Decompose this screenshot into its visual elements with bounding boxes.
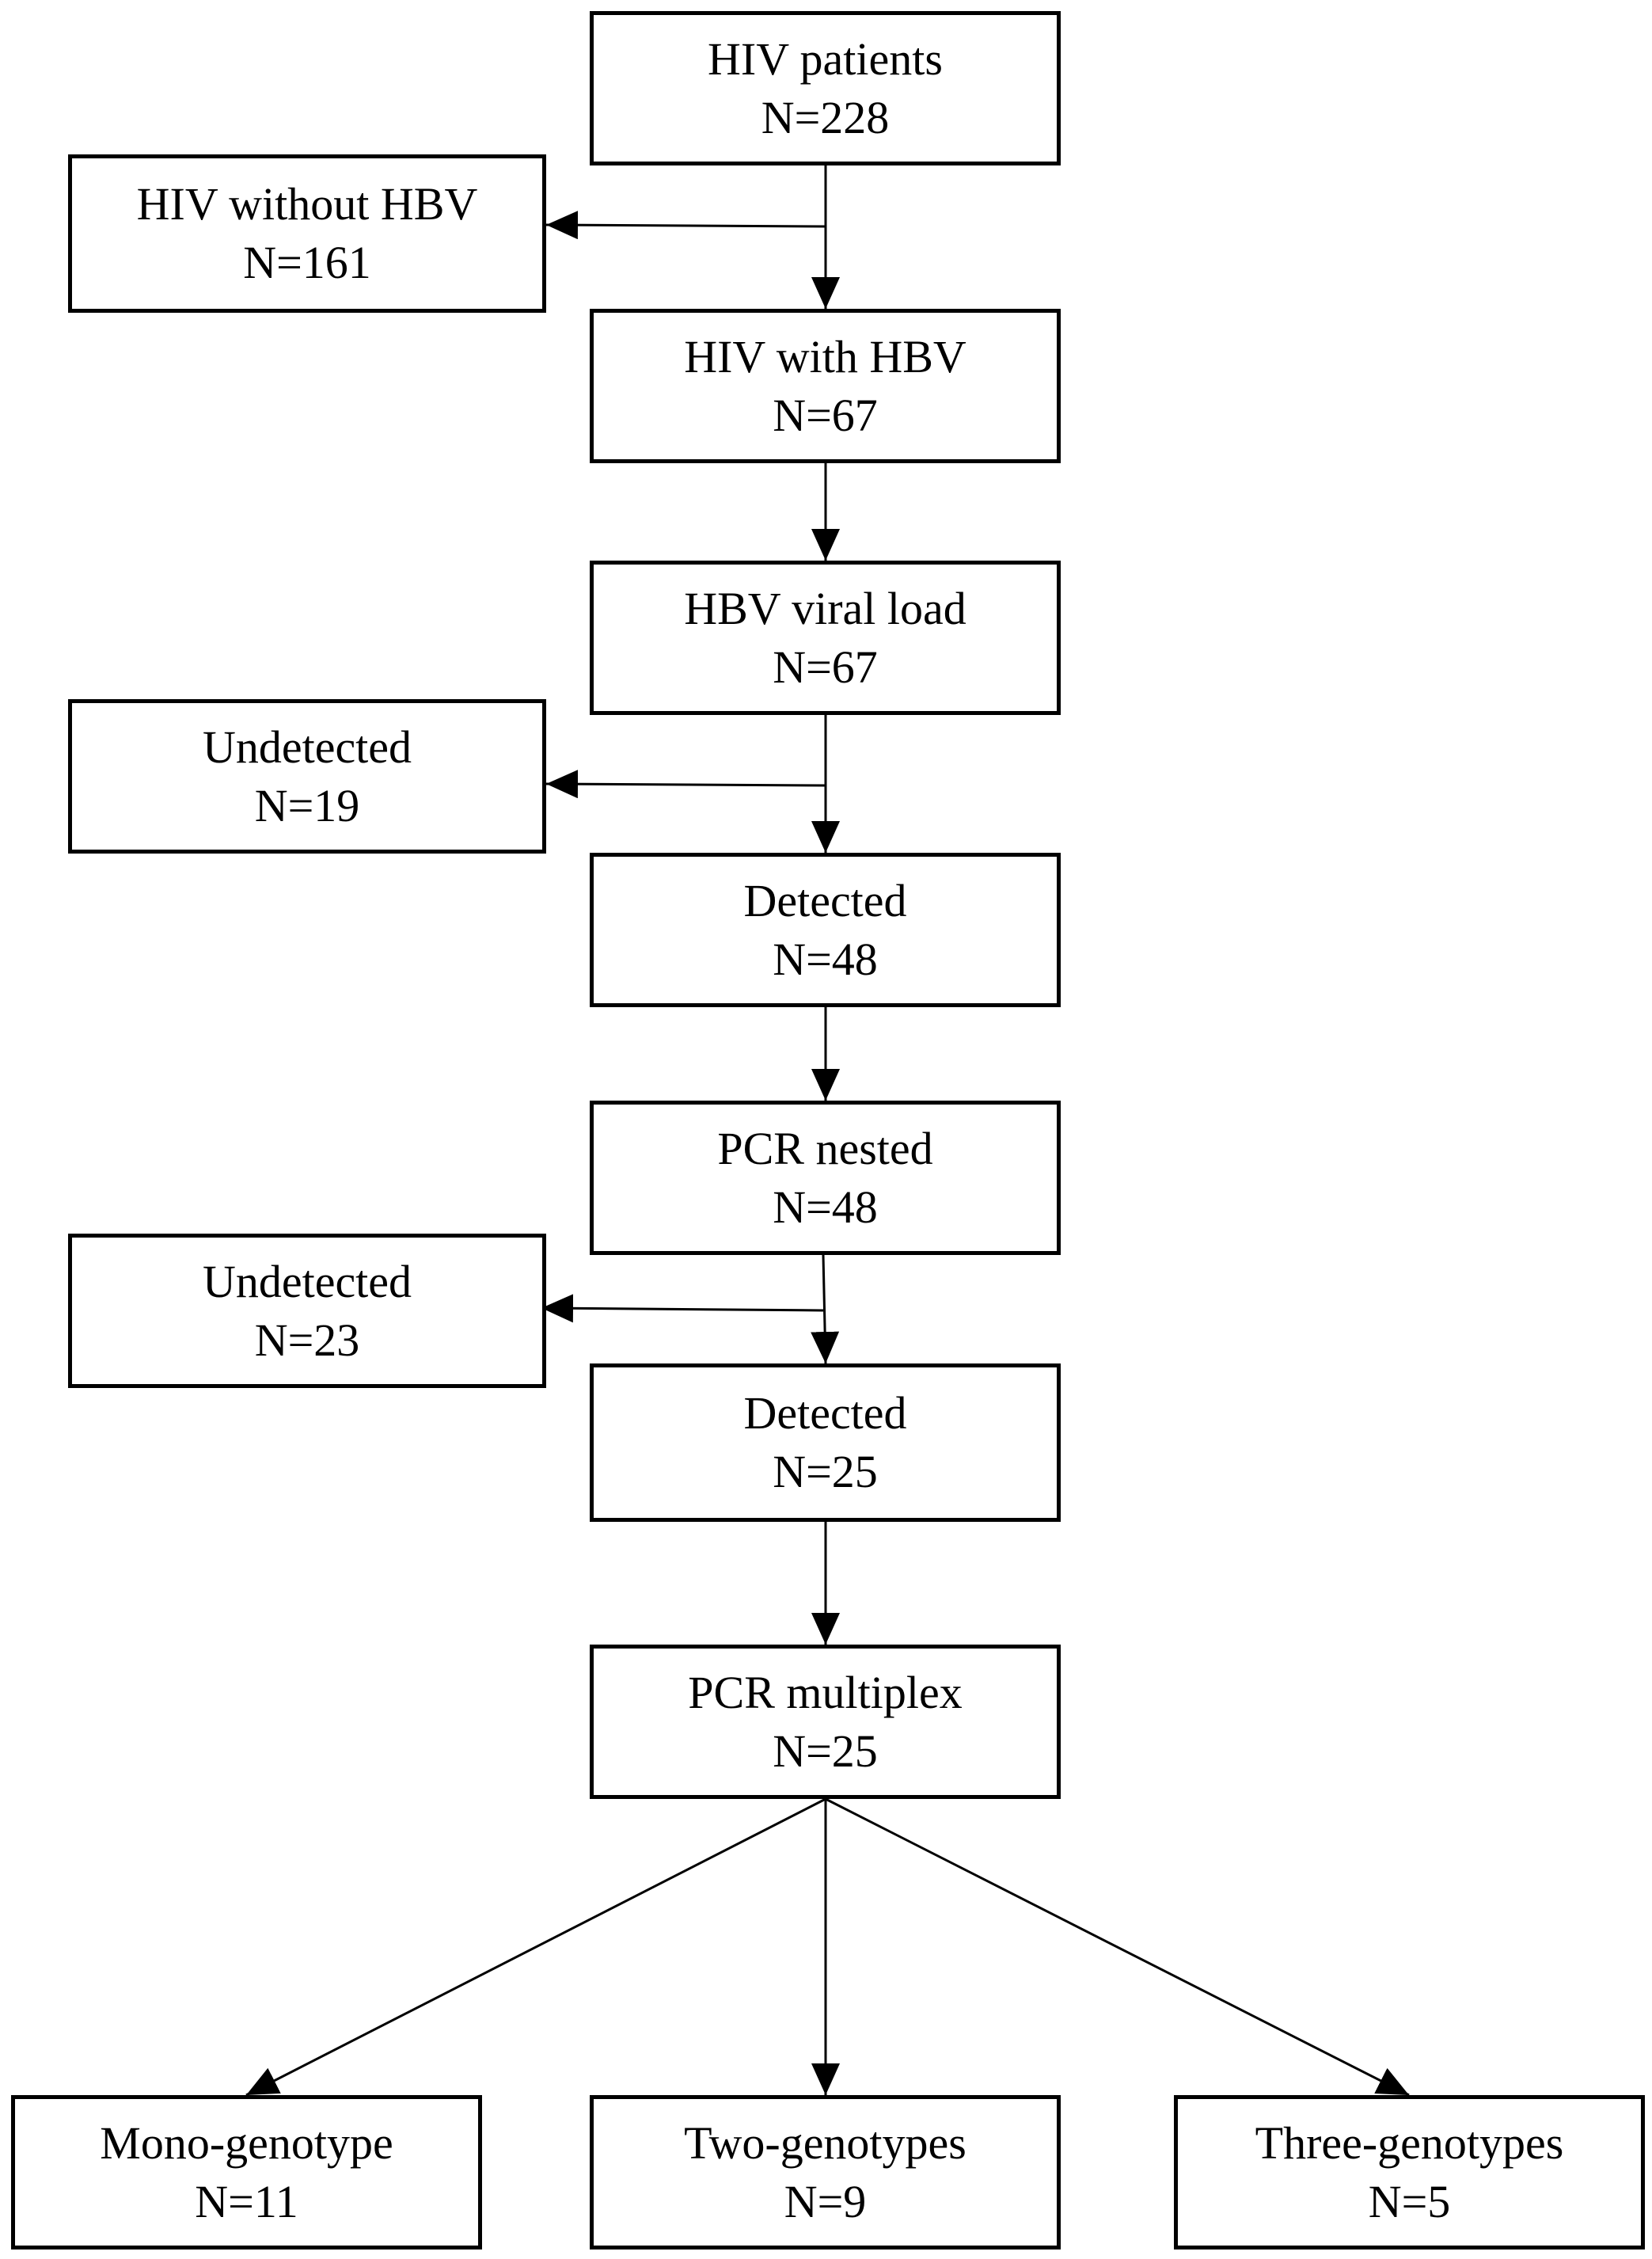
node-label: HIV without HBV [136, 178, 478, 230]
node-detected-pcr-nested: Detected N=25 [590, 1363, 1061, 1522]
node-count: N=19 [254, 779, 360, 831]
node-pcr-nested: PCR nested N=48 [590, 1101, 1061, 1255]
node-label: PCR multiplex [688, 1666, 963, 1718]
node-count: N=67 [773, 641, 878, 693]
node-count: N=23 [254, 1314, 360, 1366]
node-count: N=48 [773, 1181, 878, 1233]
node-count: N=228 [761, 91, 890, 143]
node-label: HIV patients [708, 32, 943, 85]
node-detected-viral-load: Detected N=48 [590, 853, 1061, 1007]
node-label: Undetected [202, 721, 412, 773]
node-label: HBV viral load [684, 582, 967, 634]
node-hiv-with-hbv: HIV with HBV N=67 [590, 309, 1061, 463]
edge-viral-load-to-undetected-1 [545, 770, 826, 799]
node-count: N=48 [773, 933, 878, 985]
node-undetected-pcr-nested: Undetected N=23 [68, 1234, 546, 1388]
node-count: N=9 [784, 2175, 867, 2227]
node-hiv-without-hbv: HIV without HBV N=161 [68, 154, 546, 313]
node-label: Mono-genotype [100, 2116, 393, 2169]
node-hiv-patients: HIV patients N=228 [590, 11, 1061, 165]
edge-patients-to-without-hbv [545, 211, 826, 240]
node-undetected-viral-load: Undetected N=19 [68, 699, 546, 854]
node-label: Detected [743, 874, 907, 926]
node-count: N=67 [773, 389, 878, 441]
node-count: N=25 [773, 1725, 878, 1777]
node-label: Three-genotypes [1255, 2116, 1564, 2169]
edge-pcr-multiplex-to-three [825, 1797, 1410, 2097]
node-two-genotypes: Two-genotypes N=9 [590, 2095, 1061, 2249]
edge-pcr-nested-to-undetected-2 [541, 1294, 824, 1323]
edge-pcr-multiplex-to-mono [245, 1797, 826, 2097]
node-label: PCR nested [717, 1122, 933, 1174]
node-count: N=161 [243, 237, 371, 288]
node-label: Detected [743, 1387, 907, 1439]
node-pcr-multiplex: PCR multiplex N=25 [590, 1645, 1061, 1799]
edge-pcr-nested-to-detected-2 [811, 1254, 840, 1364]
node-count: N=5 [1368, 2175, 1451, 2227]
node-label: Undetected [202, 1255, 412, 1307]
node-hbv-viral-load: HBV viral load N=67 [590, 561, 1061, 715]
node-count: N=25 [773, 1446, 878, 1497]
node-label: HIV with HBV [684, 330, 967, 382]
node-three-genotypes: Three-genotypes N=5 [1174, 2095, 1645, 2249]
node-count: N=11 [195, 2175, 298, 2227]
node-label: Two-genotypes [684, 2116, 967, 2169]
node-mono-genotype: Mono-genotype N=11 [11, 2095, 482, 2249]
